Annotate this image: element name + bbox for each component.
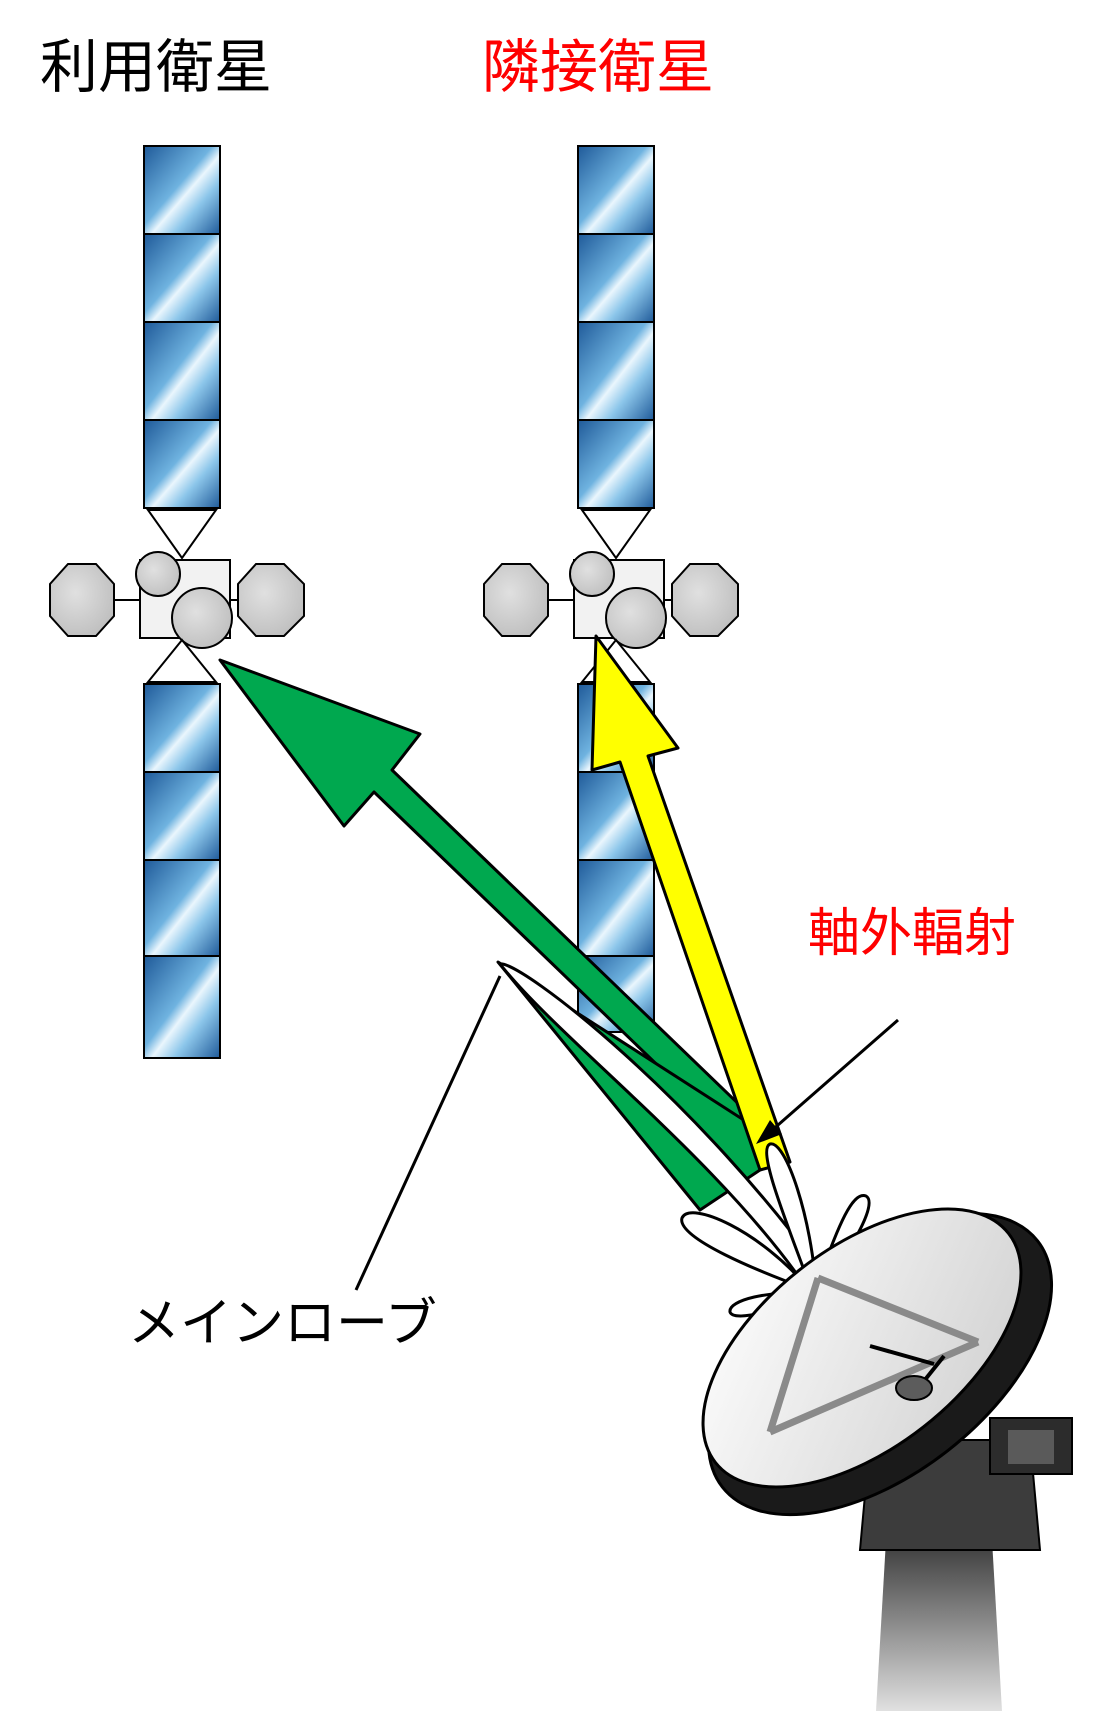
antenna-dish — [701, 1207, 1023, 1489]
main-lobe-pointer-line — [354, 975, 502, 1291]
antenna-reflector-right — [671, 563, 739, 637]
antenna-reflector-left — [483, 563, 549, 637]
used-satellite-icon — [49, 145, 305, 1059]
main-lobe-shape — [497, 962, 833, 1292]
upper-truss — [580, 509, 652, 560]
ground-antenna-icon — [701, 1207, 1073, 1711]
antenna-feed-main — [605, 587, 667, 649]
upper-solar-array — [577, 145, 655, 509]
off-axis-pointer-line — [769, 1018, 899, 1134]
antenna-reflector-right — [237, 563, 305, 637]
upper-truss — [146, 509, 218, 560]
upper-solar-array — [143, 145, 221, 509]
antenna-feed-top — [135, 551, 181, 597]
lower-truss — [145, 638, 219, 683]
antenna-feed-main — [171, 587, 233, 649]
off-axis-pointer-head — [756, 1120, 782, 1144]
used-satellite-label: 利用衛星 — [40, 33, 273, 101]
antenna-reflector-left — [49, 563, 115, 637]
side-lobe — [765, 1142, 818, 1295]
antenna-feed-top — [569, 551, 615, 597]
antenna-tower — [876, 1540, 1002, 1711]
side-lobe — [680, 1211, 815, 1294]
adjacent-satellite-label: 隣接衛星 — [482, 33, 715, 101]
antenna-subreflector — [895, 1375, 933, 1401]
lower-solar-array — [143, 683, 221, 1059]
off-axis-radiation-label: 軸外輻射 — [808, 904, 1017, 964]
main-lobe-label: メインローブ — [128, 1294, 437, 1354]
